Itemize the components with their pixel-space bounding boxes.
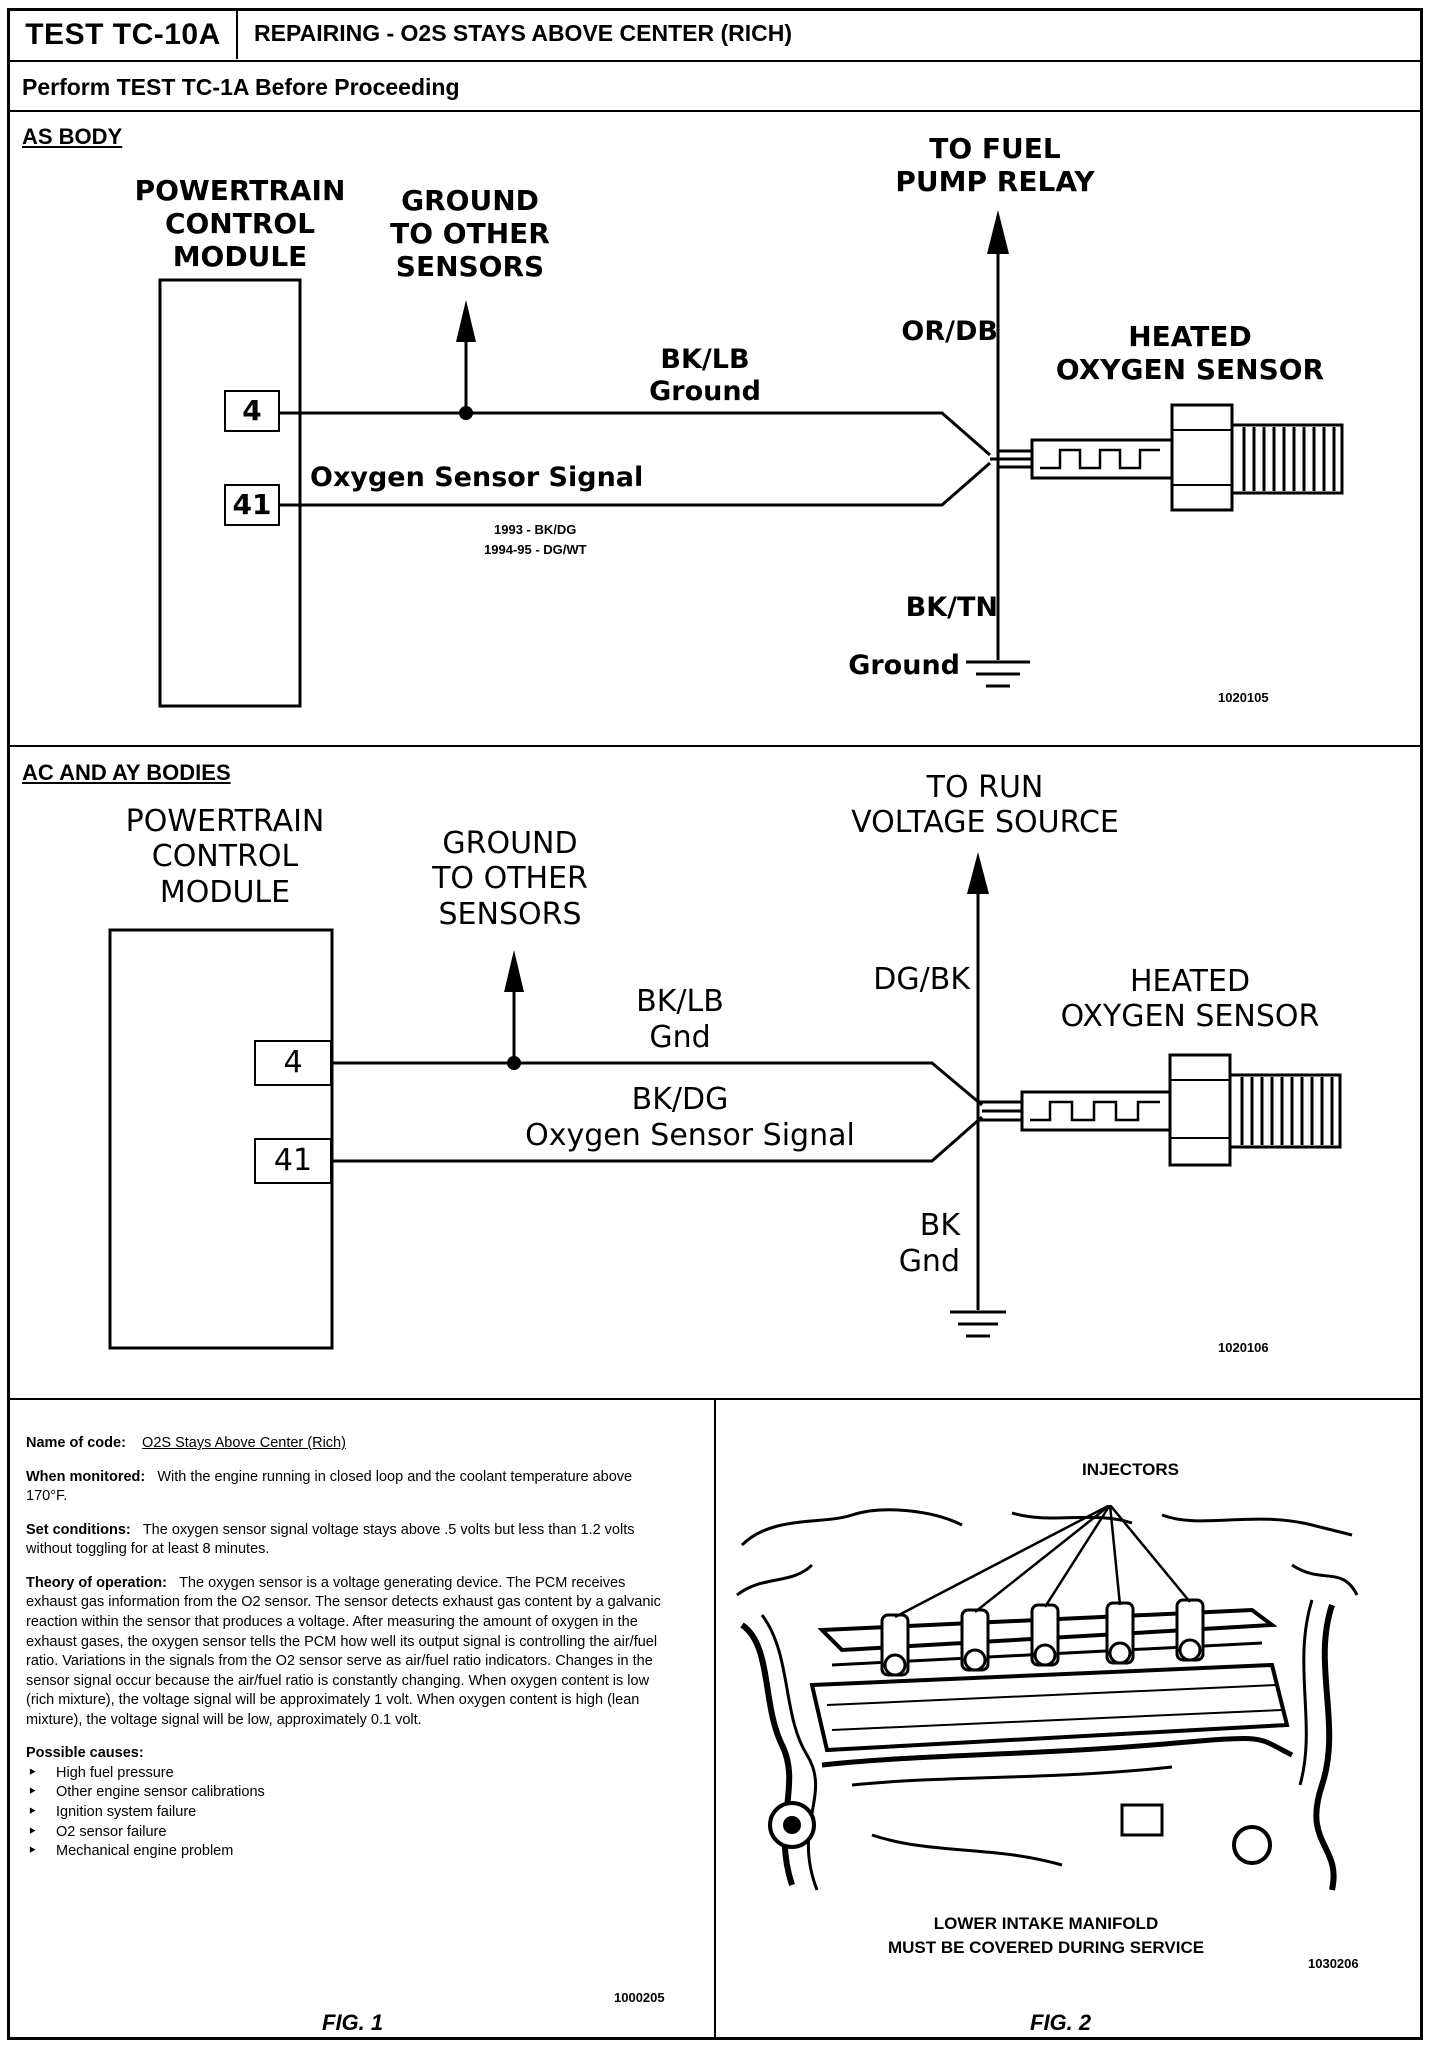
- possible-causes-label: Possible causes:: [26, 1745, 144, 1762]
- as-wire-power-color: OR/DB: [901, 316, 998, 347]
- as-signal-wire: [280, 461, 991, 507]
- as-ground-other-label: GROUND TO OTHER SENSORS: [390, 184, 550, 284]
- prenote-divider: [7, 110, 1423, 112]
- ac-ground-wire: [332, 1061, 983, 1107]
- ac-wire-power-color: DG/BK: [873, 962, 970, 997]
- ac-ground-symbol: [950, 1310, 1006, 1338]
- as-wire-signal-color-2: 1994-95 - DG/WT: [484, 542, 587, 557]
- header-divider: [7, 60, 1423, 62]
- as-ref-number: 1020105: [1218, 690, 1269, 705]
- cause-item: Ignition system failure: [26, 1803, 666, 1823]
- cause-item: High fuel pressure: [26, 1764, 666, 1784]
- ac-body-section-label: AC AND AY BODIES: [22, 760, 231, 785]
- figures-column-divider: [714, 1398, 716, 2040]
- ac-ground-arrow: [504, 950, 524, 992]
- theory-row: Theory of operation: The oxygen sensor i…: [26, 1574, 666, 1731]
- ac-wire-ground-color: BK/LB: [636, 984, 724, 1019]
- ac-ref-number: 1020106: [1218, 1340, 1269, 1355]
- as-pcm-label: POWERTRAIN CONTROL MODULE: [134, 174, 346, 274]
- when-monitored-row: When monitored: With the engine running …: [26, 1468, 666, 1507]
- as-body-wiring-svg: [158, 210, 1344, 708]
- ac-wire-sensor-ground-color: BK: [919, 1208, 960, 1243]
- possible-causes-list: High fuel pressure Other engine sensor c…: [26, 1764, 666, 1862]
- set-conditions-row: Set conditions: The oxygen sensor signal…: [26, 1521, 666, 1560]
- ac-ground-other-label: GROUND TO OTHER SENSORS: [432, 826, 588, 932]
- theory-text: The oxygen sensor is a voltage generatin…: [26, 1574, 661, 1728]
- ac-heated-oxygen-sensor: [1020, 1053, 1342, 1167]
- cause-item: Mechanical engine problem: [26, 1842, 666, 1862]
- ac-sensor-ground-name: Gnd: [898, 1244, 960, 1279]
- as-wire-signal-color-1: 1993 - BK/DG: [494, 522, 577, 537]
- as-wire-ground-color: BK/LB: [660, 344, 750, 375]
- as-ground-wire: [280, 411, 991, 457]
- ac-wire-signal-color: BK/DG: [631, 1082, 729, 1117]
- fig2-ref-number: 1030206: [1308, 1956, 1359, 1971]
- as-heated-oxygen-sensor: [1030, 403, 1344, 512]
- section-divider: [7, 745, 1423, 747]
- ac-wire-ground-name: Gnd: [649, 1020, 711, 1055]
- as-sensor-label: HEATED OXYGEN SENSOR: [1055, 320, 1325, 387]
- ac-wire-signal-name: Oxygen Sensor Signal: [525, 1118, 855, 1153]
- pre-note: Perform TEST TC-1A Before Proceeding: [22, 74, 460, 100]
- as-pin-4: 4: [224, 390, 280, 432]
- set-conditions-text: The oxygen sensor signal voltage stays a…: [26, 1521, 635, 1558]
- as-fuel-pump-arrow: [987, 210, 1009, 254]
- as-fuel-pump-label: TO FUEL PUMP RELAY: [895, 132, 1095, 199]
- theory-label: Theory of operation:: [26, 1574, 167, 1591]
- when-monitored-label: When monitored:: [26, 1468, 146, 1485]
- set-conditions-label: Set conditions:: [26, 1521, 131, 1538]
- as-ground-symbol: [966, 660, 1030, 688]
- ac-signal-wire: [332, 1115, 983, 1163]
- cause-item: Other engine sensor calibrations: [26, 1783, 666, 1803]
- ac-run-voltage-label: TO RUN VOLTAGE SOURCE: [851, 770, 1119, 841]
- fig1-label: FIG. 1: [322, 2010, 384, 2035]
- as-wire-ground-name: Ground: [649, 376, 761, 407]
- as-body-section-label: AS BODY: [22, 124, 123, 149]
- ac-pin-4: 4: [254, 1040, 332, 1086]
- as-pin-41: 41: [224, 484, 280, 526]
- cause-item: O2 sensor failure: [26, 1823, 666, 1843]
- as-pcm-box: [158, 278, 302, 708]
- ac-sensor-label: HEATED OXYGEN SENSOR: [1060, 964, 1320, 1035]
- as-wire-sensor-ground-color: BK/TN: [905, 592, 998, 623]
- as-ground-arrow: [456, 300, 476, 342]
- fig2-label: FIG. 2: [1030, 2010, 1092, 2035]
- fig2-caption-line2: MUST BE COVERED DURING SERVICE: [887, 1938, 1205, 1957]
- injectors-label: INJECTORS: [1082, 1460, 1179, 1479]
- engine-injectors-illustration: [732, 1505, 1362, 1895]
- code-name-value: O2S Stays Above Center (Rich): [142, 1435, 346, 1451]
- as-sensor-ground-name: Ground: [848, 650, 960, 681]
- ac-pcm-box: [108, 928, 334, 1350]
- when-monitored-text: With the engine running in closed loop a…: [26, 1468, 633, 1505]
- fig2-caption-line1: LOWER INTAKE MANIFOLD: [933, 1914, 1159, 1933]
- ac-body-wiring-svg: [108, 852, 1342, 1350]
- as-wire-signal-name: Oxygen Sensor Signal: [310, 462, 644, 493]
- fig1-description: Name of code: O2S Stays Above Center (Ri…: [26, 1434, 666, 1862]
- code-name-label: Name of code:: [26, 1435, 126, 1451]
- fig1-ref-number: 1000205: [614, 1990, 665, 2005]
- ac-pcm-label: POWERTRAIN CONTROL MODULE: [125, 804, 325, 910]
- test-title: REPAIRING - O2S STAYS ABOVE CENTER (RICH…: [254, 20, 793, 46]
- code-name-row: Name of code: O2S Stays Above Center (Ri…: [26, 1434, 666, 1454]
- ac-run-voltage-arrow: [967, 852, 989, 894]
- test-id: TEST TC-10A: [10, 11, 238, 59]
- ac-pin-41: 41: [254, 1138, 332, 1184]
